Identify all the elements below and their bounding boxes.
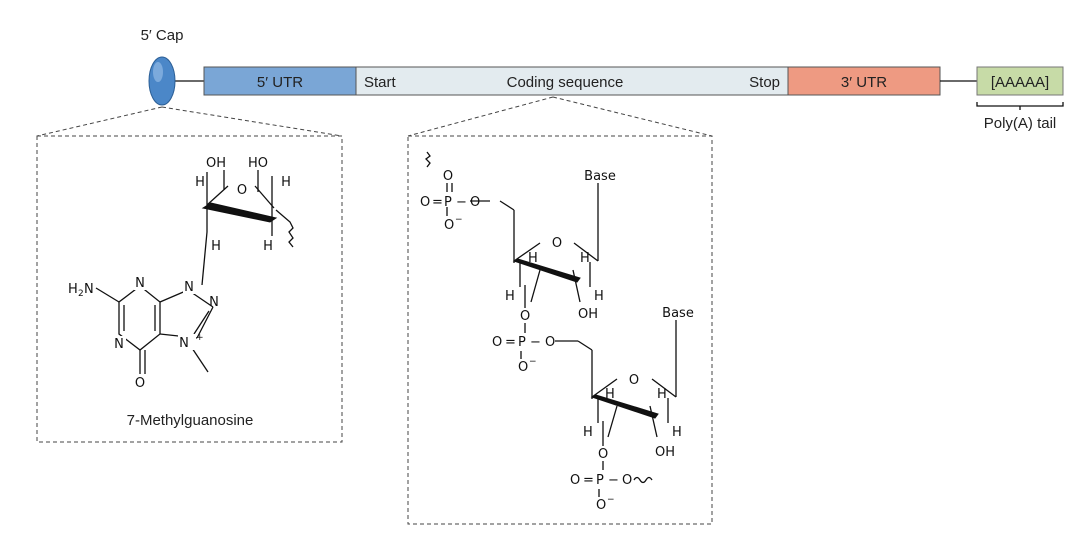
- sugar1-h4: H: [594, 289, 604, 304]
- cap-zoom-line-left: [36, 106, 163, 137]
- cap-zoom-line-right: [161, 106, 343, 137]
- guanine-n9-atom: N: [184, 280, 194, 295]
- ribose-oh-atom: OH: [206, 156, 226, 171]
- polya-tail-label: Poly(A) tail: [984, 115, 1057, 132]
- p3-o-bottom: O: [596, 498, 606, 513]
- guanine-n1-atom: N: [114, 337, 124, 352]
- p1-minus-charge: −: [455, 215, 463, 225]
- sugar2-oh: OH: [655, 445, 675, 460]
- sugar1-h3: H: [505, 289, 515, 304]
- p1-double-bond: =: [432, 195, 443, 210]
- base1-label: Base: [584, 169, 616, 184]
- utr3-label: 3′ UTR: [841, 74, 887, 91]
- sugar1-o-atom: O: [552, 236, 562, 251]
- p2-o-left: O: [492, 335, 502, 350]
- cap-wavy-bond: [275, 209, 294, 248]
- coding-segment: [355, 66, 789, 96]
- p3-p-atom: P: [596, 473, 604, 488]
- p2-bond-right: −: [530, 335, 541, 350]
- base2-label: Base: [662, 306, 694, 321]
- p3-minus-charge: −: [607, 495, 615, 505]
- p1-o-right: O: [470, 195, 480, 210]
- nucleotide-1: [425, 151, 599, 308]
- nucleotide-2: [520, 320, 677, 446]
- p2-p-atom: P: [518, 335, 526, 350]
- cap-structure-box: [36, 135, 343, 443]
- backbone-wavy-start: [425, 151, 431, 168]
- p1-bond-right: −: [456, 195, 467, 210]
- cap-guanine: [95, 285, 214, 374]
- backbone-structure-box: [407, 135, 713, 525]
- ribose-h2-atom: H: [281, 175, 291, 190]
- polya-bracket: [976, 102, 1064, 110]
- guanine-plus-charge: +: [196, 333, 204, 343]
- polya-segment: [976, 66, 1064, 96]
- ribose-h1-atom: H: [195, 175, 205, 190]
- p3-o-top: O: [598, 447, 608, 462]
- p1-o-top: O: [443, 169, 453, 184]
- ribose-o-atom: O: [237, 183, 247, 198]
- sugar1-h1: H: [528, 251, 538, 266]
- polya-label: [AAAAA]: [991, 74, 1049, 91]
- ribose-ho-atom: HO: [248, 156, 268, 171]
- p2-o-bottom: O: [518, 360, 528, 375]
- ribose-h4-atom: H: [263, 239, 273, 254]
- p2-minus-charge: −: [529, 357, 537, 367]
- coding-zoom-line-right: [552, 96, 713, 137]
- p1-o-bottom: O: [444, 218, 454, 233]
- sugar2-h3: H: [583, 425, 593, 440]
- backbone-wavy-end: [633, 476, 653, 484]
- p1-p-atom: P: [444, 195, 452, 210]
- stop-label: Stop: [749, 74, 780, 91]
- p2-double-bond: =: [505, 335, 516, 350]
- coding-zoom-line-left: [407, 96, 554, 137]
- p3-double-bond: =: [583, 473, 594, 488]
- sugar1-h2: H: [580, 251, 590, 266]
- cap-label: 5′ Cap: [141, 27, 184, 44]
- guanine-n7-atom: N: [209, 295, 219, 310]
- cap-icon: [148, 56, 176, 106]
- amino-n-atom: N: [84, 282, 94, 297]
- start-label: Start: [364, 74, 397, 91]
- utr3-segment: [787, 66, 941, 96]
- p1-o-left: O: [420, 195, 430, 210]
- guanine-o6-atom: O: [135, 376, 145, 391]
- cap-structure-caption: 7-Methylguanosine: [127, 412, 254, 429]
- guanine-n3-atom: N: [135, 276, 145, 291]
- coding-label: Coding sequence: [507, 74, 624, 91]
- sugar2-h2: H: [657, 387, 667, 402]
- sugar2-o-atom: O: [629, 373, 639, 388]
- p2-o-right: O: [545, 335, 555, 350]
- cap-ribose: [201, 170, 294, 286]
- amino-h-atom: H: [68, 282, 78, 297]
- sugar2-h4: H: [672, 425, 682, 440]
- amino-subscript: 2: [78, 289, 84, 299]
- sugar1-oh: OH: [578, 307, 598, 322]
- p2-o-top: O: [520, 309, 530, 324]
- p3-o-left: O: [570, 473, 580, 488]
- p3-o-right: O: [622, 473, 632, 488]
- p3-bond-right: −: [608, 473, 619, 488]
- utr5-label: 5′ UTR: [257, 74, 303, 91]
- sugar2-h1: H: [605, 387, 615, 402]
- ribose-front-wedge: [201, 202, 278, 223]
- ribose-h3-atom: H: [211, 239, 221, 254]
- guanine-nplus-atom: N: [179, 336, 189, 351]
- cap-highlight: [153, 62, 163, 82]
